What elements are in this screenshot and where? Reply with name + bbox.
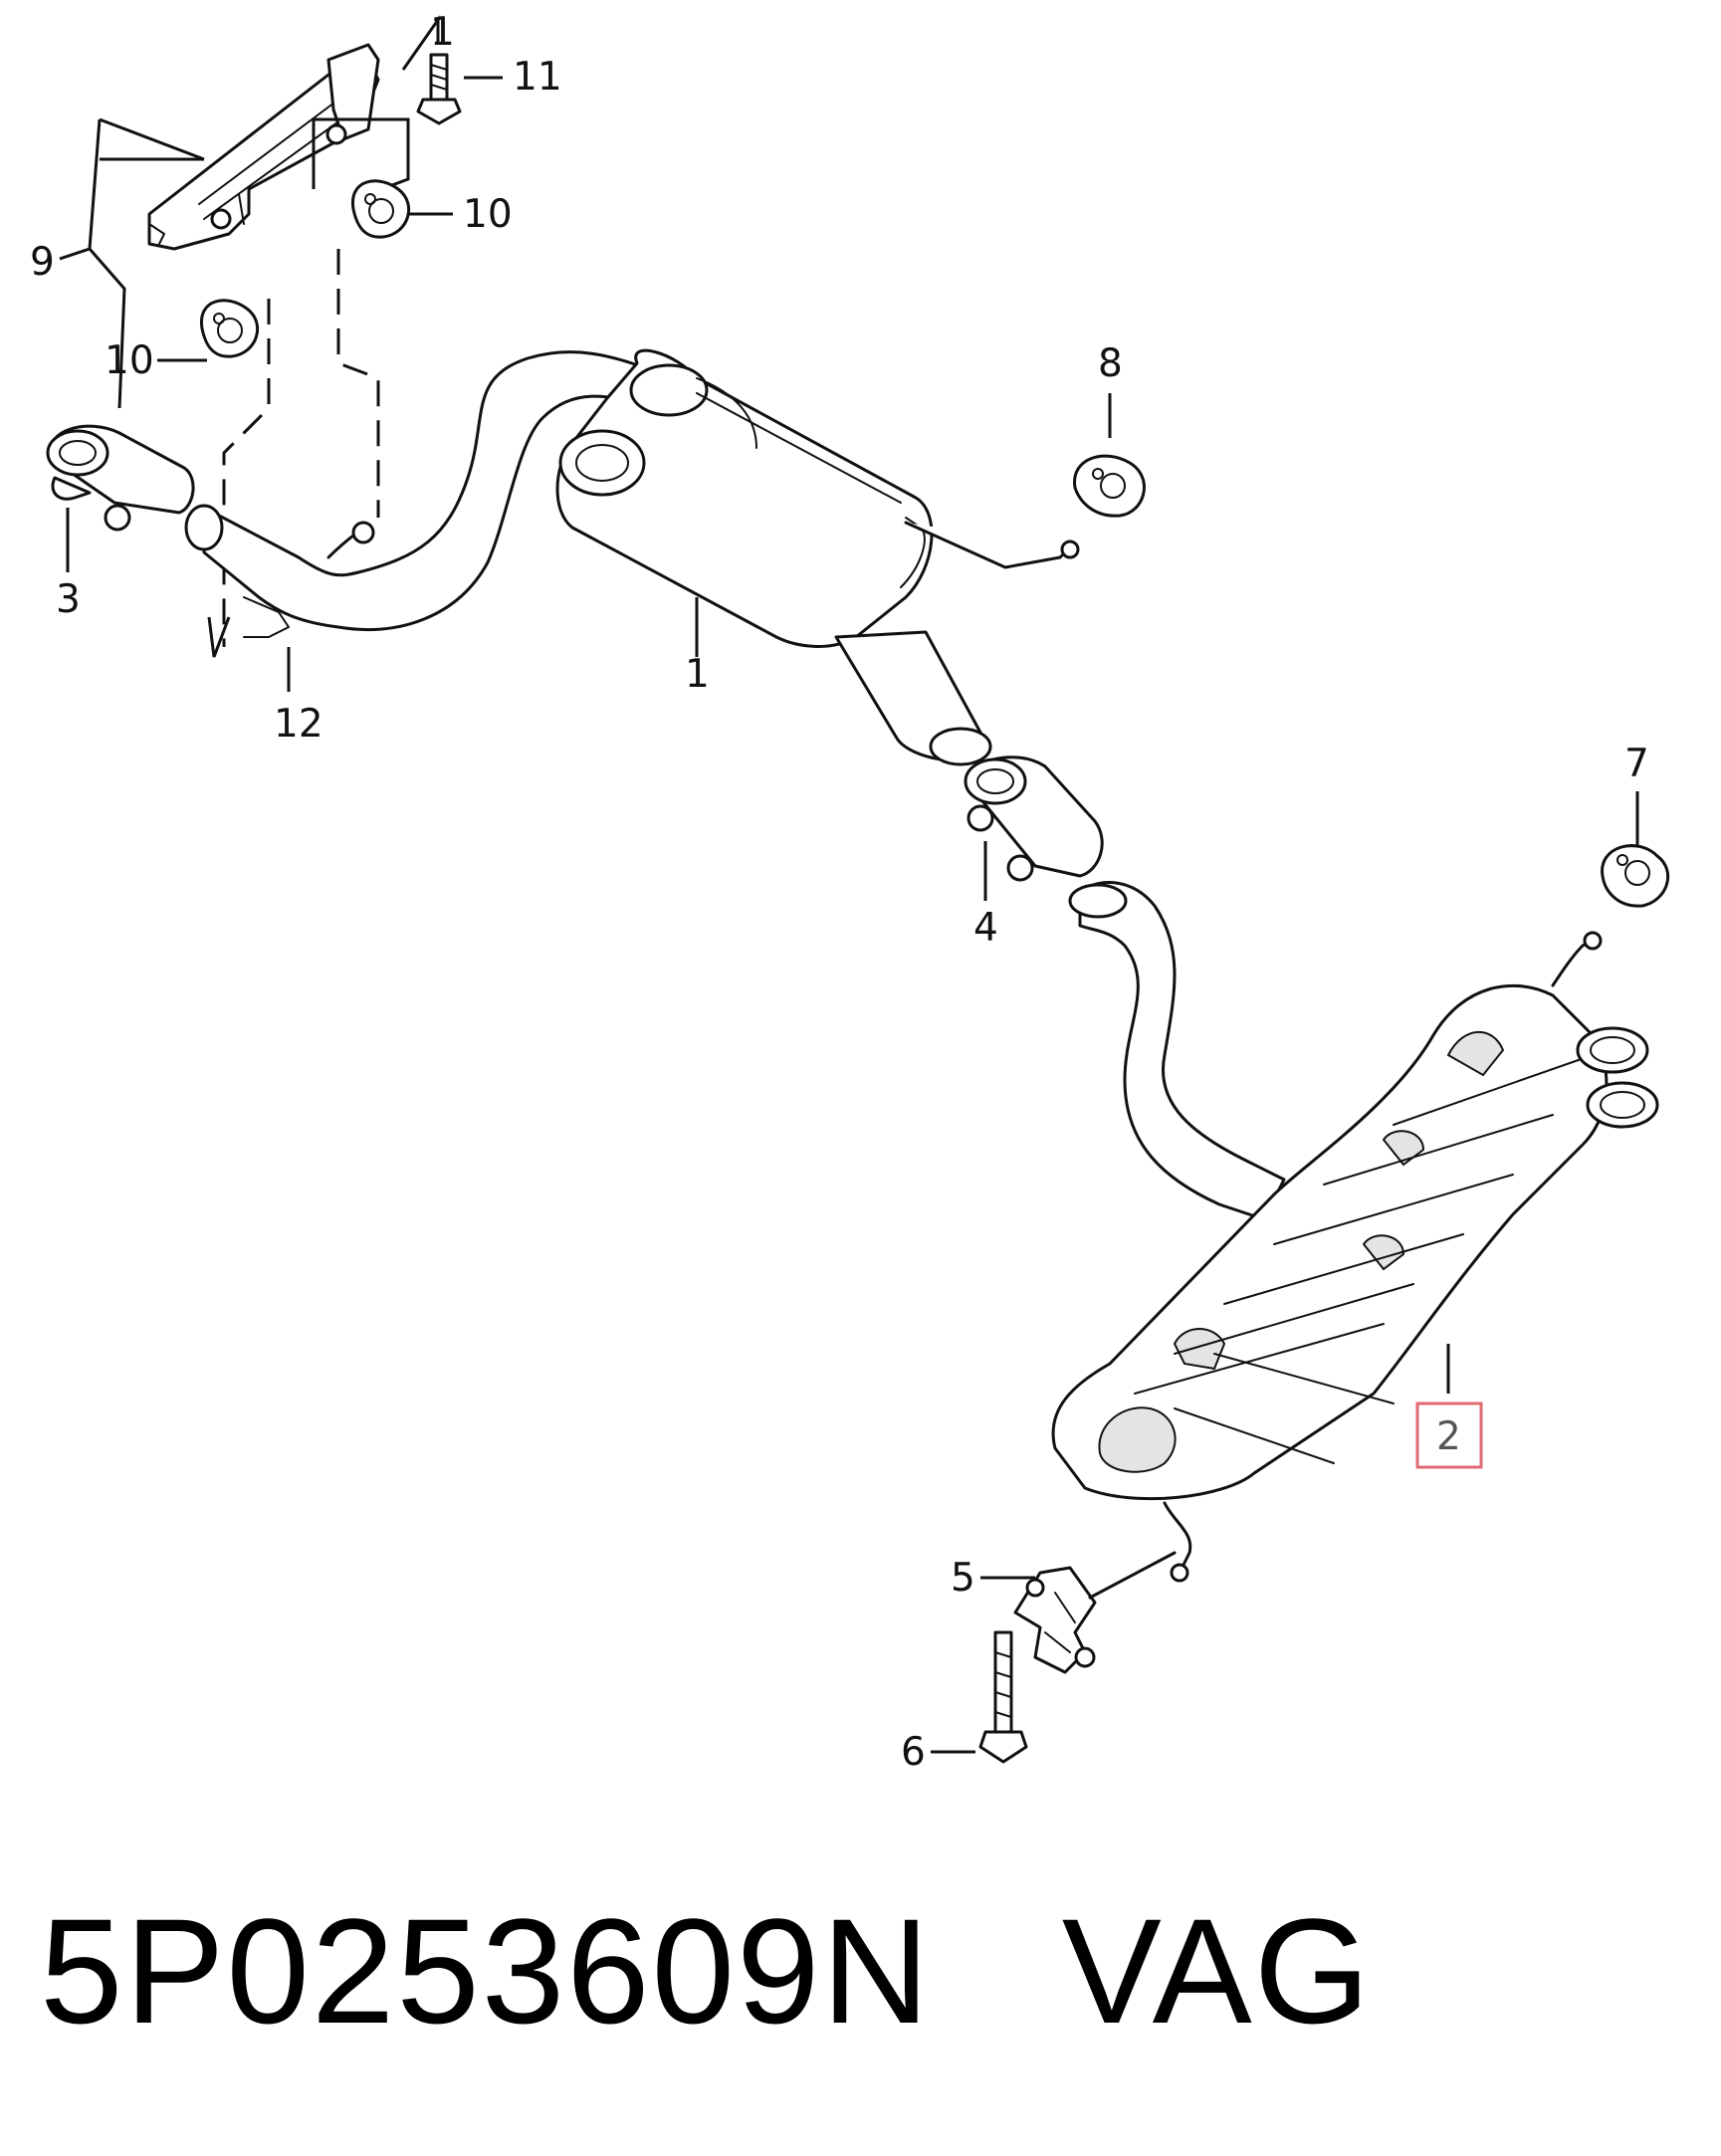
callout-10-lower: 10 [105, 338, 154, 383]
tail-inlet-pipe [1068, 881, 1286, 1221]
hanger-bracket-assembly [147, 43, 380, 251]
bracket-5 [1013, 1551, 1177, 1674]
rubber-hanger-7 [1601, 844, 1670, 908]
callout-9: 9 [30, 240, 55, 285]
bolt-6 [978, 1630, 1028, 1764]
callout-10-upper: 10 [463, 192, 513, 237]
callout-4: 4 [973, 906, 998, 951]
callout-2-highlight [1415, 1401, 1483, 1469]
callout-11: 11 [513, 55, 562, 100]
callout-3: 3 [56, 577, 81, 622]
rear-muffler [1051, 931, 1659, 1583]
intermediate-pipe [834, 630, 992, 766]
callout-2: 2 [1436, 1414, 1461, 1459]
callout-1-top: 1 [430, 10, 455, 55]
clamp-3 [46, 424, 195, 532]
callout-7: 7 [1624, 742, 1649, 786]
bolt-11 [416, 53, 462, 125]
callout-12: 12 [274, 702, 323, 747]
footer-title: 5P0253609N VAG [40, 1881, 1682, 2060]
part-number: 5P0253609N [40, 1887, 932, 2054]
callout-6: 6 [901, 1730, 926, 1775]
middle-muffler [555, 348, 1080, 648]
callout-1-main: 1 [685, 652, 710, 697]
rubber-hanger-10-lower [200, 299, 260, 358]
callout-5: 5 [951, 1556, 975, 1601]
brand-name: VAG [1061, 1887, 1373, 2054]
clamp-4 [964, 755, 1104, 882]
callout-8: 8 [1098, 341, 1123, 386]
rubber-hanger-10-upper [351, 179, 411, 239]
rubber-hanger-8 [1073, 454, 1146, 518]
